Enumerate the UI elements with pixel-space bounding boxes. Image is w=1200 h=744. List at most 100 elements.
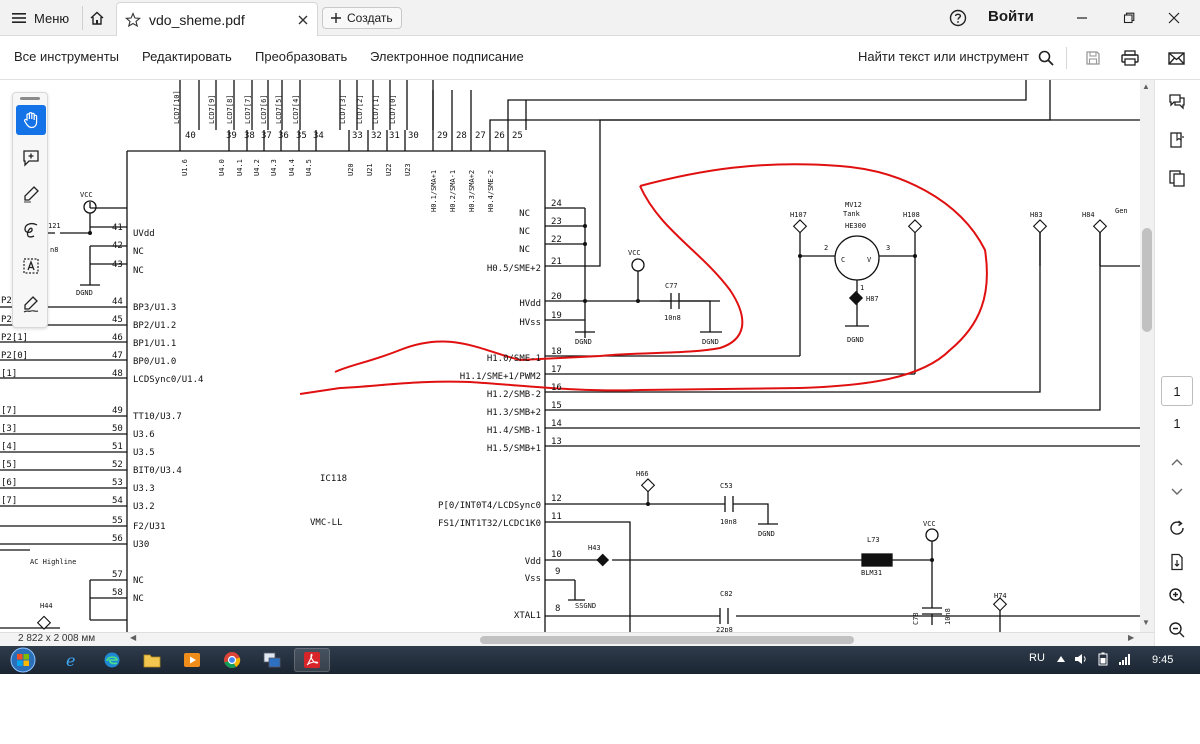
tray-expand-button[interactable] bbox=[1054, 652, 1068, 666]
minimize-button[interactable] bbox=[1070, 6, 1094, 30]
menu-label: Меню bbox=[34, 10, 70, 26]
scroll-down-arrow[interactable]: ▼ bbox=[1142, 618, 1150, 627]
vertical-scrollbar[interactable]: ▲ ▼ bbox=[1140, 80, 1154, 632]
close-tab-icon[interactable] bbox=[297, 14, 309, 26]
pages-icon bbox=[1169, 170, 1185, 187]
print-button[interactable] bbox=[1118, 46, 1142, 70]
menu-button[interactable]: Меню bbox=[6, 6, 75, 30]
horizontal-scroll-thumb[interactable] bbox=[480, 636, 854, 644]
taskbar-internet-explorer[interactable]: e bbox=[54, 648, 90, 672]
scroll-right-arrow[interactable]: ▶ bbox=[1128, 633, 1135, 642]
chip-top-label: U20 bbox=[347, 163, 355, 176]
sign-in-button[interactable]: Войти bbox=[988, 8, 1034, 25]
text-box-tool-button[interactable] bbox=[16, 251, 46, 281]
tray-battery[interactable] bbox=[1096, 652, 1110, 666]
next-page-button[interactable] bbox=[1165, 480, 1189, 504]
taskbar-edge[interactable] bbox=[94, 648, 130, 672]
search-button[interactable] bbox=[1034, 46, 1058, 70]
motor-pin-1: 1 bbox=[860, 284, 864, 292]
find-tool-label[interactable]: Найти текст или инструмент bbox=[858, 49, 1029, 64]
right-pin-label: H1.4/SMB-1 bbox=[487, 426, 541, 436]
create-label: Создать bbox=[347, 11, 393, 25]
draw-tool-button[interactable] bbox=[16, 215, 46, 245]
document-arrow-icon bbox=[1171, 553, 1183, 571]
taskbar-chrome[interactable] bbox=[214, 648, 250, 672]
right-pin-label: Vdd bbox=[525, 557, 541, 567]
start-button[interactable] bbox=[6, 646, 40, 674]
taskbar-explorer[interactable] bbox=[134, 648, 170, 672]
clock[interactable]: 9:45 bbox=[1152, 654, 1174, 666]
bookmark-icon bbox=[1170, 132, 1184, 148]
extract-page-button[interactable] bbox=[1165, 550, 1189, 574]
tray-signal[interactable] bbox=[1118, 652, 1132, 666]
media-player-icon bbox=[184, 653, 200, 667]
scroll-up-arrow[interactable]: ▲ bbox=[1142, 82, 1150, 91]
top-pin-28: 28 bbox=[456, 131, 467, 141]
top-pin-29: 29 bbox=[437, 131, 448, 141]
keyboard-language[interactable]: RU bbox=[1029, 652, 1045, 664]
current-page-input[interactable]: 1 bbox=[1161, 376, 1193, 406]
horizontal-scrollbar[interactable]: ◀ ▶ bbox=[130, 633, 1140, 645]
h107-label: H107 bbox=[790, 211, 807, 219]
restore-button[interactable] bbox=[1117, 6, 1141, 30]
hand-tool-button[interactable] bbox=[16, 105, 46, 135]
scroll-left-arrow[interactable]: ◀ bbox=[130, 633, 137, 642]
document-viewport[interactable]: 40 39 38 37 36 35 34 33 32 31 30 29 28 2… bbox=[0, 80, 1154, 632]
right-pin-num: 13 bbox=[551, 437, 562, 447]
l73-label: L73 bbox=[867, 536, 880, 544]
star-icon[interactable] bbox=[125, 11, 141, 28]
red-annotation-stroke bbox=[299, 163, 988, 395]
right-pin-num: 23 bbox=[551, 217, 562, 227]
comments-button[interactable] bbox=[1165, 90, 1189, 114]
top-pin-39: 39 bbox=[226, 131, 237, 141]
zoom-out-button[interactable] bbox=[1165, 618, 1189, 642]
net-label: LCD7[2] bbox=[356, 94, 364, 124]
total-pages: 1 bbox=[1173, 416, 1181, 431]
taskbar-media-player[interactable] bbox=[174, 648, 210, 672]
zoom-in-button[interactable] bbox=[1165, 584, 1189, 608]
chip-top-label: U21 bbox=[366, 163, 374, 176]
email-button[interactable] bbox=[1164, 46, 1188, 70]
left-pin-label: UVdd bbox=[133, 229, 155, 239]
chip-top-label: U4.0 bbox=[218, 159, 226, 176]
left-pin-label: BP1/U1.1 bbox=[133, 339, 176, 349]
save-button[interactable] bbox=[1081, 46, 1105, 70]
edge-net-label: P2 bbox=[1, 296, 12, 306]
tool-all-tools[interactable]: Все инструменты bbox=[14, 49, 119, 64]
envelope-icon bbox=[1167, 51, 1185, 65]
empty-margin bbox=[0, 674, 1200, 744]
bookmarks-button[interactable] bbox=[1165, 128, 1189, 152]
right-pin-num: 20 bbox=[551, 292, 562, 302]
close-window-button[interactable] bbox=[1162, 6, 1186, 30]
tray-volume[interactable] bbox=[1074, 652, 1088, 666]
chip-top-label: U4.3 bbox=[270, 159, 278, 176]
vertical-scroll-thumb[interactable] bbox=[1142, 228, 1152, 332]
top-pin-26: 26 bbox=[494, 131, 505, 141]
help-button[interactable] bbox=[946, 6, 970, 30]
sign-tool-button[interactable] bbox=[16, 289, 46, 319]
print-icon bbox=[1121, 50, 1139, 66]
document-tab[interactable]: vdo_sheme.pdf bbox=[116, 2, 318, 36]
motor-c: C bbox=[841, 256, 845, 264]
left-pin-label: U3.5 bbox=[133, 448, 155, 458]
home-button[interactable] bbox=[82, 6, 110, 30]
previous-page-button[interactable] bbox=[1165, 450, 1189, 474]
h66-label: H66 bbox=[636, 470, 649, 478]
top-pin-35: 35 bbox=[296, 131, 307, 141]
net-label: LCD7[10] bbox=[173, 90, 181, 124]
hand-icon bbox=[23, 112, 38, 129]
taskbar-acrobat[interactable] bbox=[294, 648, 330, 672]
tool-e-sign[interactable]: Электронное подписание bbox=[370, 49, 524, 64]
comment-tool-button[interactable] bbox=[16, 143, 46, 173]
taskbar-network-app[interactable] bbox=[254, 648, 290, 672]
motor-sub: Tank bbox=[843, 210, 861, 218]
tool-convert[interactable]: Преобразовать bbox=[255, 49, 348, 64]
pages-button[interactable] bbox=[1165, 166, 1189, 190]
panel-grip[interactable] bbox=[20, 97, 40, 100]
rotate-button[interactable] bbox=[1165, 516, 1189, 540]
create-button[interactable]: Создать bbox=[322, 7, 402, 29]
tool-edit[interactable]: Редактировать bbox=[142, 49, 232, 64]
left-pin-label: BIT0/U3.4 bbox=[133, 466, 182, 476]
status-bar: 2 822 x 2 008 мм ◀ ▶ bbox=[0, 632, 1154, 646]
highlight-tool-button[interactable] bbox=[16, 179, 46, 209]
